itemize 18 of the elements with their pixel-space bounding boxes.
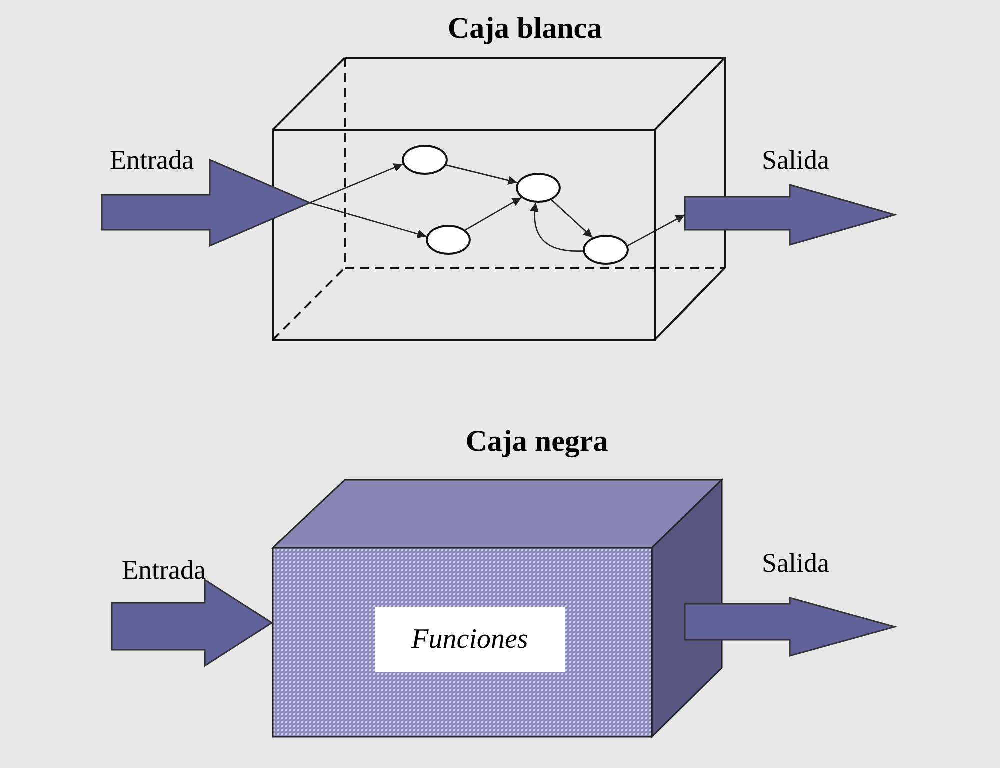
io-label: Salida [762,548,830,579]
box-title: Caja negra [464,425,610,459]
process-ellipse [402,145,448,175]
arrow [551,200,594,238]
arrow [530,202,584,252]
process-ellipse [516,173,561,203]
io-label: Entrada [110,145,194,176]
arrow [310,164,404,204]
arrow [628,214,686,246]
arrow [465,197,522,231]
io-label: Salida [762,145,830,176]
process-ellipse [583,235,629,265]
box-title: Caja blanca [446,12,604,46]
io-label: Entrada [122,555,206,586]
arrow [446,164,518,185]
arrow [310,202,427,238]
label-box: Funciones [375,607,565,672]
process-ellipse [426,225,471,255]
